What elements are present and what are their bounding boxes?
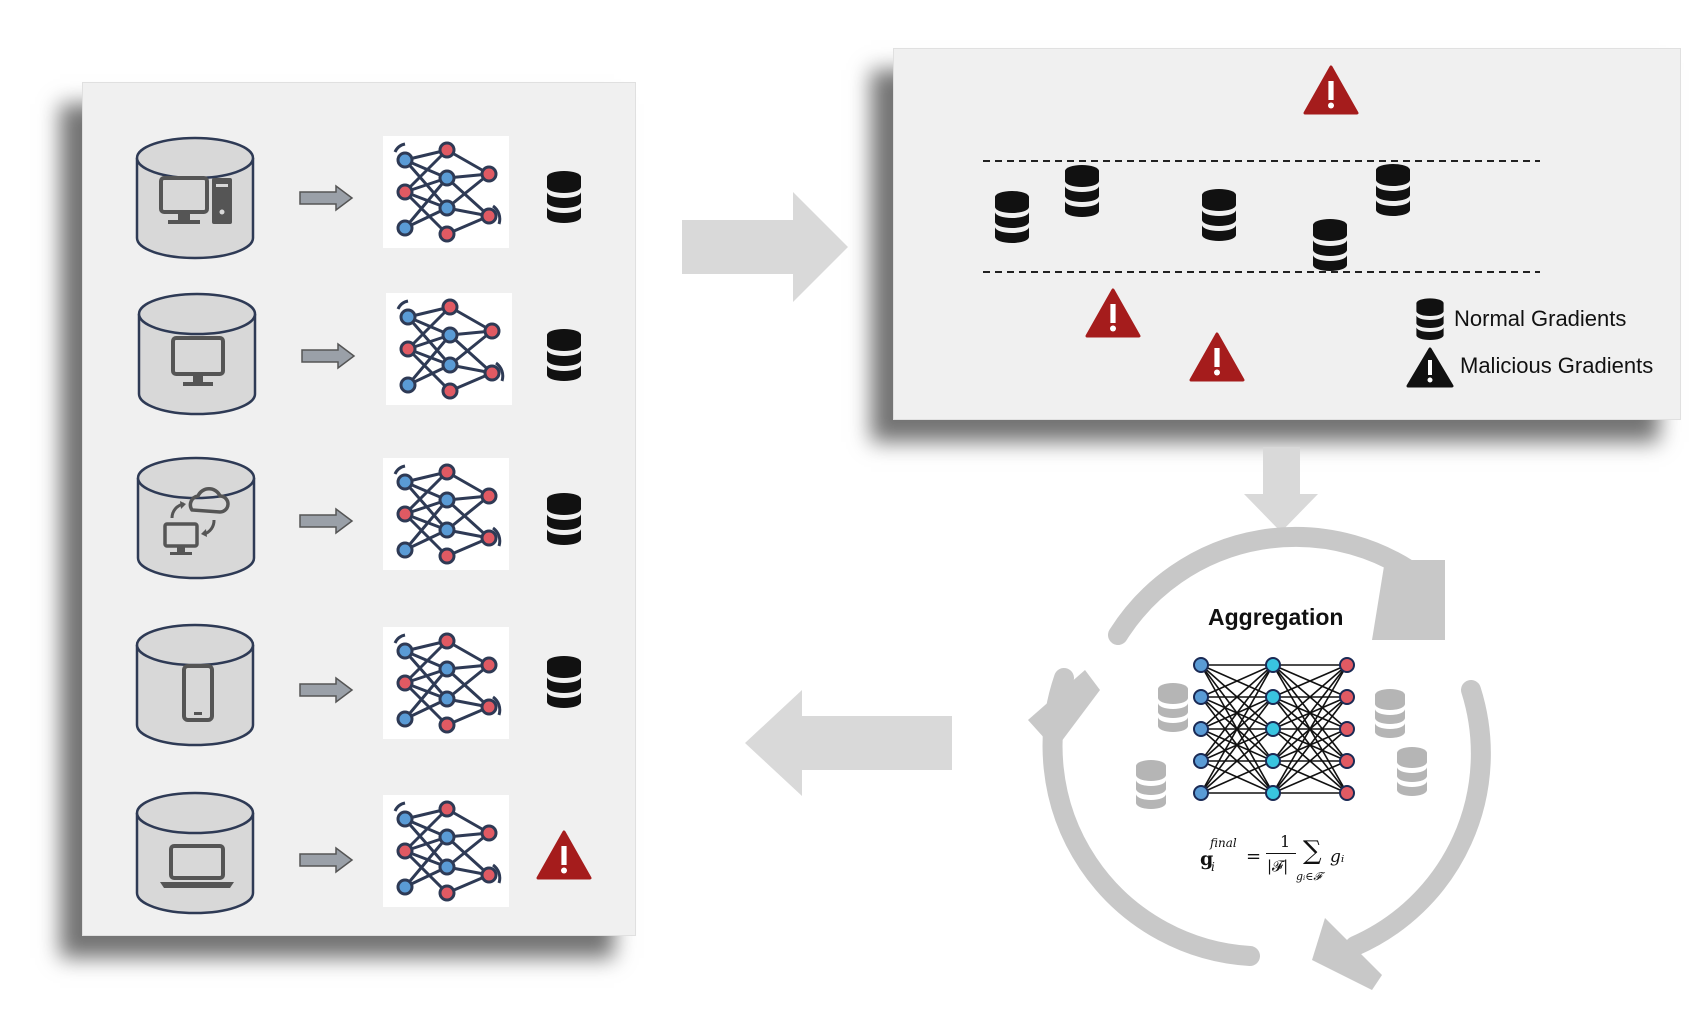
network-node: [1193, 785, 1209, 801]
malicious-gradient-icon: [1303, 65, 1359, 115]
formula-equals: =: [1246, 846, 1262, 867]
aggregation-formula: g final i = 1 |𝓕| ∑ gᵢ∈𝓕 gᵢ: [1200, 832, 1380, 892]
network-edge: [1272, 760, 1348, 794]
client-row: [136, 456, 581, 580]
normal-gradient-icon: [1202, 189, 1236, 241]
arrow-icon: [301, 343, 355, 369]
formula-term: gᵢ: [1330, 847, 1345, 867]
client-row: [135, 134, 581, 260]
normal-gradient-icon: [1065, 165, 1099, 217]
monitor-icon: [171, 336, 225, 386]
formula-sum-index: gᵢ∈𝓕: [1296, 870, 1322, 883]
legend-malicious-label: Malicious Gradients: [1460, 353, 1654, 378]
network-node: [1265, 753, 1281, 769]
arrow-icon: [299, 847, 353, 873]
broadcast-arrow: [745, 690, 952, 796]
client-row: [135, 623, 581, 747]
normal-gradient-icon: [1313, 219, 1347, 271]
client-row: [137, 291, 581, 416]
network-edge: [1200, 664, 1274, 794]
cycle-arrowhead-icon: [1312, 918, 1382, 990]
legend-normal-label: Normal Gradients: [1454, 306, 1627, 331]
normal-gradient-icon: [547, 329, 581, 381]
upload-arrow: [682, 192, 848, 302]
network-edge: [1272, 664, 1348, 730]
gradient-stack-icon: [1136, 760, 1166, 809]
formula-subscript: i: [1211, 860, 1215, 874]
network-node: [1339, 689, 1355, 705]
network-node: [1193, 721, 1209, 737]
aggregation-title: Aggregation: [1208, 604, 1344, 630]
network-node: [1265, 721, 1281, 737]
network-edge: [1200, 664, 1274, 762]
network-node: [1193, 657, 1209, 673]
normal-gradient-icon: [547, 493, 581, 545]
arrow-icon: [299, 508, 353, 534]
network-edge: [1200, 696, 1274, 794]
client-row: [135, 791, 592, 915]
legend-normal-icon: [1416, 298, 1444, 340]
neural-network-icon: [381, 456, 511, 572]
malicious-gradient-icon: [1189, 332, 1245, 382]
neural-network-icon: [384, 291, 514, 407]
aggregation-network: [1193, 657, 1355, 801]
malicious-warning-icon: [536, 830, 592, 880]
network-edge: [1272, 664, 1348, 762]
formula-fraction-bar: [1266, 853, 1296, 854]
malicious-gradient-icon: [1085, 288, 1141, 338]
network-node: [1339, 753, 1355, 769]
network-edge: [1200, 760, 1274, 794]
cycle-arrowhead-icon: [1372, 560, 1445, 640]
formula-superscript: final: [1210, 836, 1237, 850]
gradient-stack-icon: [1397, 747, 1427, 796]
network-node: [1339, 657, 1355, 673]
gradient-stack-icon: [1158, 683, 1188, 732]
cloud-sync-icon: [163, 487, 230, 555]
arrow-icon: [299, 185, 353, 211]
network-edge: [1272, 728, 1348, 794]
client-cylinder: [135, 791, 255, 915]
network-edge: [1200, 664, 1274, 730]
desktop-computer-icon: [159, 176, 232, 224]
smartphone-icon: [182, 664, 214, 722]
neural-network-icon: [381, 625, 511, 741]
network-node: [1339, 721, 1355, 737]
formula-numerator: 1: [1280, 832, 1291, 851]
network-node: [1193, 753, 1209, 769]
network-edge: [1200, 664, 1274, 698]
network-edge: [1200, 728, 1274, 794]
formula-sum: ∑: [1303, 836, 1322, 866]
legend-malicious-icon: [1406, 347, 1454, 388]
down-arrow: [1244, 447, 1318, 532]
network-node: [1265, 689, 1281, 705]
network-node: [1339, 785, 1355, 801]
cycle-arrowhead-icon: [1028, 670, 1100, 750]
gradient-stack-icon: [1375, 689, 1405, 738]
formula-lhs: g: [1200, 848, 1214, 870]
network-edge: [1272, 664, 1348, 698]
network-edge: [1272, 696, 1348, 794]
network-edge: [1272, 664, 1348, 794]
neural-network-icon: [381, 793, 511, 909]
normal-gradient-icon: [995, 191, 1029, 243]
normal-gradient-icon: [1376, 164, 1410, 216]
normal-gradient-icon: [547, 171, 581, 223]
client-cylinder: [135, 623, 255, 747]
laptop-icon: [160, 844, 234, 888]
formula-denominator: |𝓕|: [1267, 857, 1289, 875]
normal-gradient-icon: [547, 656, 581, 708]
network-node: [1265, 785, 1281, 801]
network-node: [1265, 657, 1281, 673]
client-cylinder: [135, 136, 255, 260]
arrow-icon: [299, 677, 353, 703]
client-cylinder: [136, 456, 256, 580]
network-node: [1193, 689, 1209, 705]
neural-network-icon: [381, 134, 511, 250]
client-cylinder: [137, 292, 257, 416]
